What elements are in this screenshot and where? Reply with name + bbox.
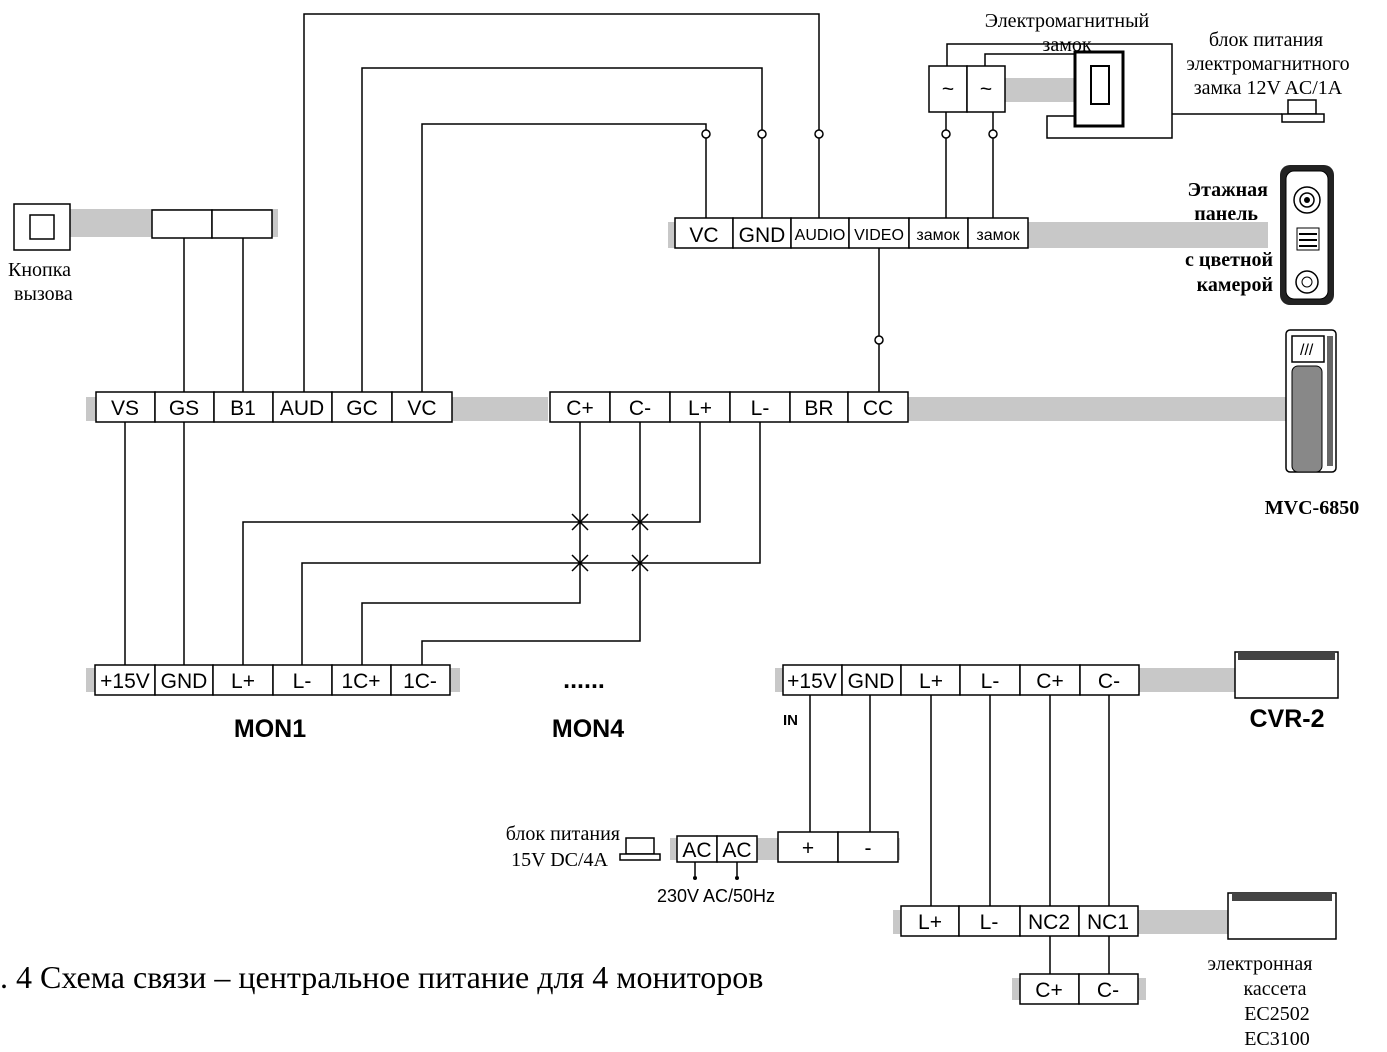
cvr-cable [1139, 668, 1235, 692]
mvc-terminal-gs: GS [169, 397, 199, 420]
door-terminal-lock2 [967, 217, 1029, 249]
cassette-label-2: кассета [1243, 978, 1306, 1000]
cassette-sub-cminus: C- [1097, 979, 1119, 1002]
mvc-terminal-gc: GC [346, 397, 378, 420]
cassette: L+ L- NC2 NC1 C+ C- электронная кассета … [893, 892, 1337, 1050]
mvc-monitor: /// MVC-6850 [1265, 329, 1359, 519]
call-button-terminal-1 [151, 209, 213, 239]
psu-ac-1: AC [682, 839, 711, 862]
cassette-terminal-nc1: NC1 [1087, 911, 1129, 934]
mvc-terminal-vs: VS [111, 397, 139, 420]
lock-terminal-1-label: ~ [942, 78, 954, 101]
door-panel-label-1: Этажная [1188, 179, 1269, 201]
cvr-terminal-cplus: C+ [1036, 670, 1063, 693]
mon4: ...... MON4 [552, 666, 624, 743]
cassette-label-3: EC2502 [1244, 1003, 1310, 1025]
door-panel-terminals: VC GND AUDIO VIDEO замок замок [668, 217, 1268, 249]
door-panel-cable [1028, 222, 1268, 248]
mon4-name: MON4 [552, 715, 624, 743]
mvc-terminal-vc: VC [407, 397, 436, 420]
door-terminal-vc-label: VC [689, 224, 718, 247]
psu-label-2: 15V DC/4A [511, 849, 608, 871]
mvc-cable [908, 397, 1288, 421]
cvr-terminal-lplus: L+ [919, 670, 943, 693]
cassette-terminal-lminus: L- [980, 911, 999, 934]
handset-icon [1291, 365, 1323, 473]
lock-title-1: Электромагнитный [985, 10, 1150, 32]
mon1-terminal-15v: +15V [100, 670, 150, 693]
mon1-terminal-lminus: L- [293, 670, 312, 693]
door-panel-label-4: камерой [1197, 274, 1273, 296]
door-terminal-gnd-label: GND [739, 224, 786, 247]
psu-dc-minus: - [865, 837, 872, 860]
lock-power-supply: блок питания электромагнитного замка 12V… [1172, 29, 1350, 123]
mvc-terminal-cc: CC [863, 397, 893, 420]
lock-power-label-3: замка 12V AC/1A [1194, 77, 1343, 99]
call-button-key [29, 214, 55, 240]
cvr-terminal-gnd: GND [848, 670, 895, 693]
cassette-terminal-nc2: NC2 [1028, 911, 1070, 934]
mvc-terminal-cminus: C- [629, 397, 651, 420]
wires [124, 13, 1110, 974]
mon1: +15V GND L+ L- 1C+ 1C- MON1 [86, 664, 460, 743]
psu-plug-icon [625, 837, 655, 855]
mon1-terminal-gnd: GND [161, 670, 208, 693]
mvc-terminal-b1: B1 [230, 397, 256, 420]
figure-caption: . 4 Схема связи – центральное питание дл… [0, 959, 763, 995]
call-button-label-1: Кнопка [8, 259, 71, 281]
lock-terminal-2-label: ~ [980, 78, 992, 101]
psu-label-1: блок питания [506, 823, 620, 845]
mvc-name: MVC-6850 [1265, 497, 1359, 519]
mvc-terminal-lminus: L- [751, 397, 770, 420]
lock-terminal-1 [928, 65, 968, 113]
mvc-terminal-br: BR [804, 397, 833, 420]
lock-terminal-2 [966, 65, 1006, 113]
call-button-terminal-2 [211, 209, 273, 239]
door-panel-label-3: с цветной [1185, 249, 1273, 271]
cvr-terminal-cminus: C- [1098, 670, 1120, 693]
mon1-terminal-lplus: L+ [231, 670, 255, 693]
cvr-name: CVR-2 [1249, 705, 1324, 733]
psu-mains: 230V AC/50Hz [657, 886, 775, 906]
cassette-terminal-lplus: L+ [918, 911, 942, 934]
cassette-sub-cplus: C+ [1035, 979, 1062, 1002]
door-terminal-audio-label: AUDIO [795, 227, 846, 244]
lock-power-label-1: блок питания [1209, 29, 1323, 51]
mvc-terminal-aud: AUD [280, 397, 324, 420]
door-terminal-video-label: VIDEO [854, 227, 904, 244]
psu-ac-2: AC [722, 839, 751, 862]
power-supply: блок питания 15V DC/4A AC AC + - 230V AC… [506, 823, 900, 906]
cassette-label-1: электронная [1208, 953, 1313, 975]
door-terminal-lock2-label: замок [976, 227, 1020, 244]
mvc-screen [1291, 335, 1325, 363]
mvc-terminals: VS GS B1 AUD GC VC C+ C- L+ L- BR CC [86, 391, 1288, 423]
cvr-in-label: IN [783, 712, 798, 729]
cvr-terminal-15v: +15V [787, 670, 837, 693]
cassette-label-4: EC3100 [1244, 1028, 1310, 1050]
door-terminal-audio [790, 217, 850, 249]
psu-dc-plus: + [802, 837, 814, 860]
door-terminal-lock1 [908, 217, 969, 249]
mon1-name: MON1 [234, 715, 306, 743]
lock-power-label-2: электромагнитного [1186, 53, 1349, 75]
call-button-label-2: вызова [14, 283, 73, 305]
cvr2: +15V GND L+ L- C+ C- IN CVR-2 [775, 651, 1339, 733]
plug-icon [1287, 99, 1317, 115]
mon4-dots: ...... [563, 666, 605, 694]
mon1-terminal-1cplus: 1C+ [341, 670, 380, 693]
cvr-terminal-lminus: L- [981, 670, 1000, 693]
call-button: Кнопка вызова [8, 203, 278, 305]
door-panel: Этажная панель с цветной камерой [1185, 165, 1334, 305]
mon1-terminal-1cminus: 1C- [403, 670, 437, 693]
svg-text:///: /// [1300, 342, 1314, 359]
mvc-terminal-cplus: C+ [566, 397, 593, 420]
door-terminal-gnd [732, 217, 792, 249]
door-terminal-lock1-label: замок [916, 227, 960, 244]
door-panel-label-2: панель [1194, 203, 1258, 225]
mvc-terminal-lplus: L+ [688, 397, 712, 420]
electromagnetic-lock: Электромагнитный замок ~ ~ [928, 10, 1173, 139]
